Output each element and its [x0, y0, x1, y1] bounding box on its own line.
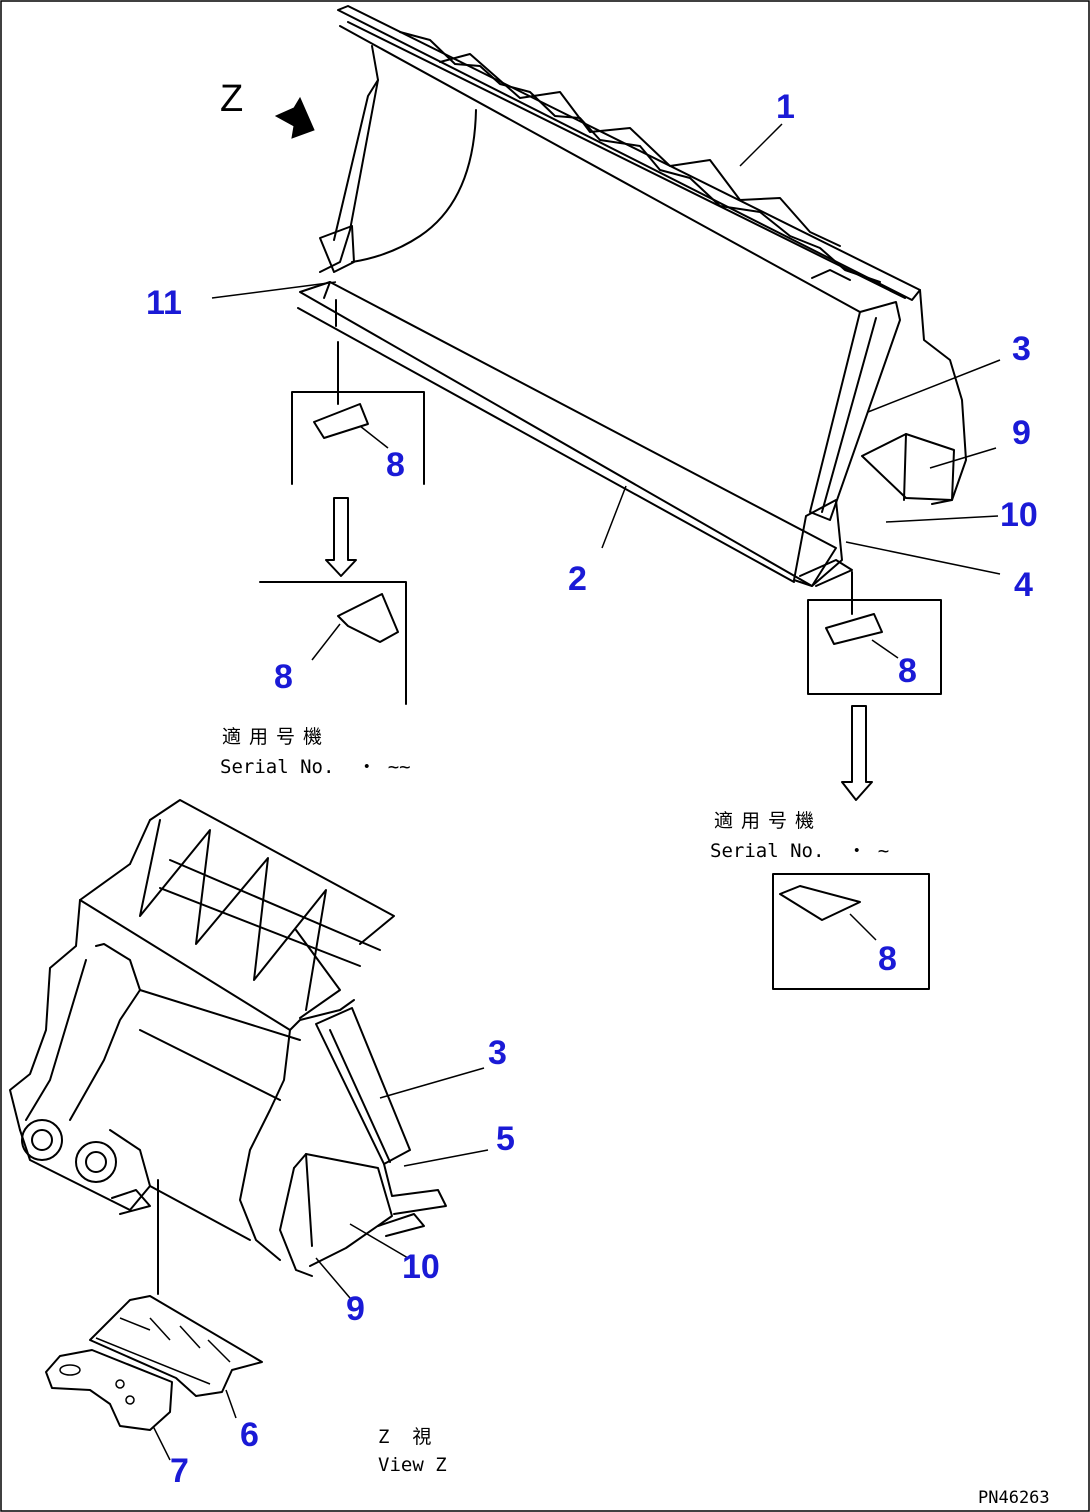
- callout-8[interactable]: 8: [878, 940, 897, 978]
- callout-9[interactable]: 9: [1012, 414, 1031, 452]
- bucket-main-view: [297, 5, 967, 587]
- wear-plates: [45, 1295, 263, 1431]
- serial-note-left-en: Serial No. ・ ~~: [220, 756, 411, 778]
- serial-note-left-jp: 適用号機: [222, 726, 331, 748]
- callout-7[interactable]: 7: [170, 1452, 189, 1490]
- view-z-caption-jp: Z 視: [378, 1426, 432, 1448]
- callout-3[interactable]: 3: [1012, 330, 1031, 368]
- callout-6[interactable]: 6: [240, 1416, 259, 1454]
- view-z-caption-en: View Z: [378, 1454, 447, 1476]
- serial-note-right-jp: 適用号機: [714, 810, 823, 832]
- callout-3[interactable]: 3: [488, 1034, 507, 1072]
- view-arrow-icon: [274, 96, 315, 139]
- serial-note-right-en: Serial No. ・ ~: [710, 840, 890, 862]
- callout-8[interactable]: 8: [898, 652, 917, 690]
- callout-10[interactable]: 10: [1000, 496, 1038, 534]
- bucket-view-z: [9, 799, 447, 1277]
- callout-8[interactable]: 8: [386, 446, 405, 484]
- callout-4[interactable]: 4: [1014, 566, 1033, 604]
- callout-9[interactable]: 9: [346, 1290, 365, 1328]
- callout-5[interactable]: 5: [496, 1120, 515, 1158]
- callout-10[interactable]: 10: [402, 1248, 440, 1286]
- callout-11[interactable]: 11: [146, 284, 182, 322]
- callout-2[interactable]: 2: [568, 560, 587, 598]
- callout-1[interactable]: 1: [776, 88, 795, 126]
- view-z-marker: Z: [220, 78, 244, 120]
- callout-8[interactable]: 8: [274, 658, 293, 696]
- drawing-number: PN46263: [978, 1488, 1050, 1508]
